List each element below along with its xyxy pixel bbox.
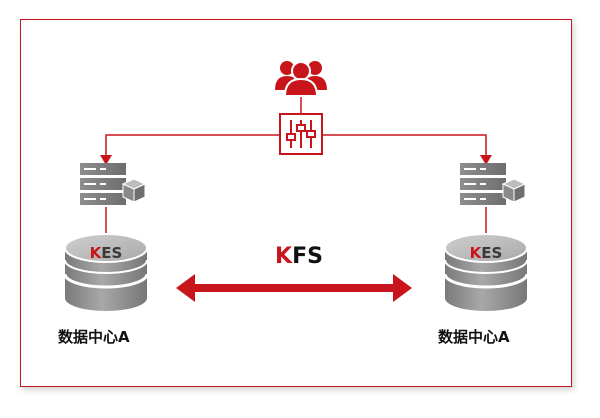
arrowhead-right-server	[480, 155, 492, 165]
arrowhead-left-server	[100, 155, 112, 165]
cube-icon	[121, 178, 147, 203]
connector-lines	[105, 96, 487, 233]
users-group-icon	[275, 61, 327, 97]
double-arrow-icon	[176, 274, 412, 302]
database-cylinder-icon-left	[63, 233, 149, 311]
db-label-right: KES	[470, 244, 503, 262]
database-cylinder-icon-right	[443, 233, 529, 311]
db-label-left: KES	[90, 244, 123, 262]
server-rack-icon-left	[80, 163, 147, 205]
datacenter-label-right: 数据中心A	[438, 328, 510, 346]
sliders-control-icon	[279, 113, 323, 155]
cube-icon	[501, 178, 527, 203]
datacenter-label-left: 数据中心A	[58, 328, 130, 346]
server-rack-icon-right	[460, 163, 527, 205]
link-label: KFS	[275, 244, 323, 269]
